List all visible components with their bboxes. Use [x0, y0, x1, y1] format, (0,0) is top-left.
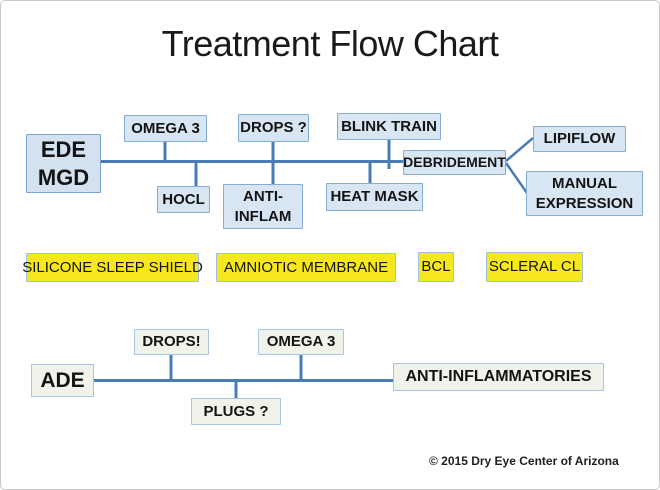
node-lipiflow: LIPIFLOW: [533, 126, 626, 152]
page-title: Treatment Flow Chart: [161, 23, 499, 64]
node-ede-mgd: EDE MGD: [26, 134, 101, 193]
node-anti-inflam: ANTI-INFLAM: [223, 184, 303, 229]
node-manual-expression: MANUAL EXPRESSION: [526, 171, 643, 216]
node-omega3-bottom: OMEGA 3: [258, 329, 344, 355]
node-amniotic-membrane: AMNIOTIC MEMBRANE: [216, 253, 396, 282]
node-debridement: DEBRIDEMENT: [403, 150, 506, 175]
node-blink-train: BLINK TRAIN: [337, 113, 441, 140]
node-omega3-top: OMEGA 3: [124, 115, 207, 142]
node-silicone-sleep-shield: SILICONE SLEEP SHIELD: [22, 253, 203, 282]
node-scleral-cl: SCLERAL CL: [486, 252, 583, 282]
node-ade: ADE: [31, 364, 94, 397]
connector-manual-expression: [504, 162, 529, 194]
node-drops-top: DROPS ?: [238, 114, 309, 142]
copyright-text: © 2015 Dry Eye Center of Arizona: [429, 454, 619, 468]
connector-lipiflow: [505, 137, 534, 162]
node-drops-bottom: DROPS!: [134, 329, 209, 355]
node-anti-inflammatories: ANTI-INFLAMMATORIES: [393, 363, 604, 391]
node-heat-mask: HEAT MASK: [326, 183, 423, 211]
node-hocl: HOCL: [157, 186, 210, 213]
node-bcl: BCL: [418, 252, 454, 282]
node-plugs: PLUGS ?: [191, 398, 281, 425]
